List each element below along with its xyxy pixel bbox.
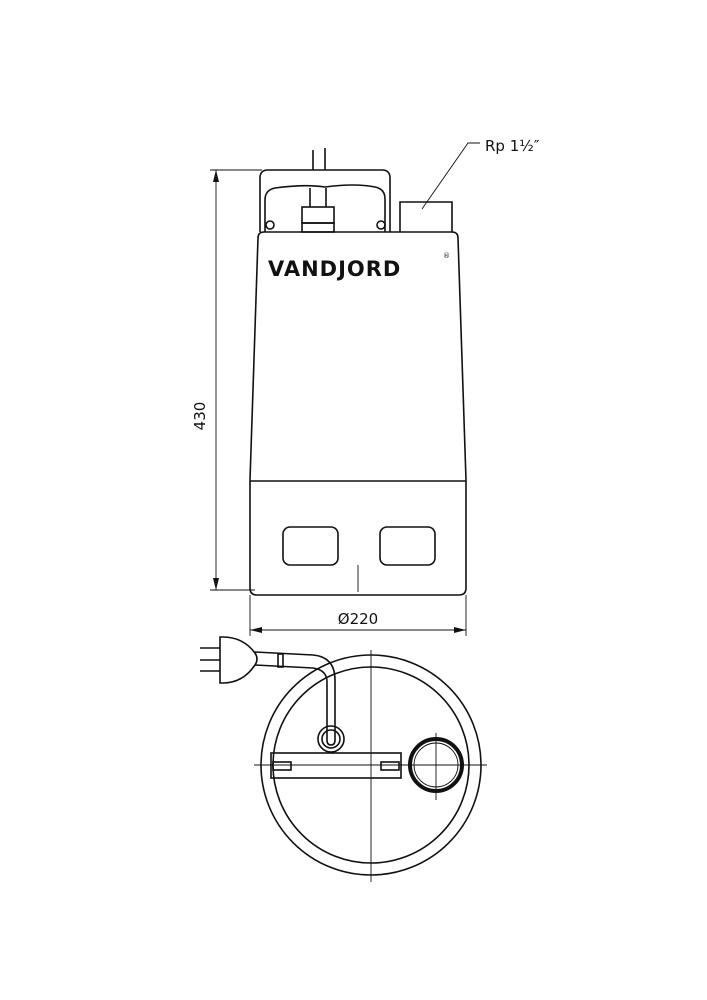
height-label: 430 [191, 402, 209, 431]
pump-body: VANDJORD ® [249, 231, 467, 596]
outlet-label: Rp 1½″ [485, 137, 540, 155]
diameter-label: Ø220 [338, 610, 378, 628]
diameter-dimension: Ø220 [249, 595, 467, 636]
pump-handle [259, 148, 391, 233]
brand-logo: VANDJORD [268, 257, 401, 281]
svg-text:®: ® [443, 252, 450, 260]
outlet-port: Rp 1½″ [399, 137, 540, 232]
top-view [200, 636, 487, 882]
height-dimension: 430 [191, 169, 262, 591]
